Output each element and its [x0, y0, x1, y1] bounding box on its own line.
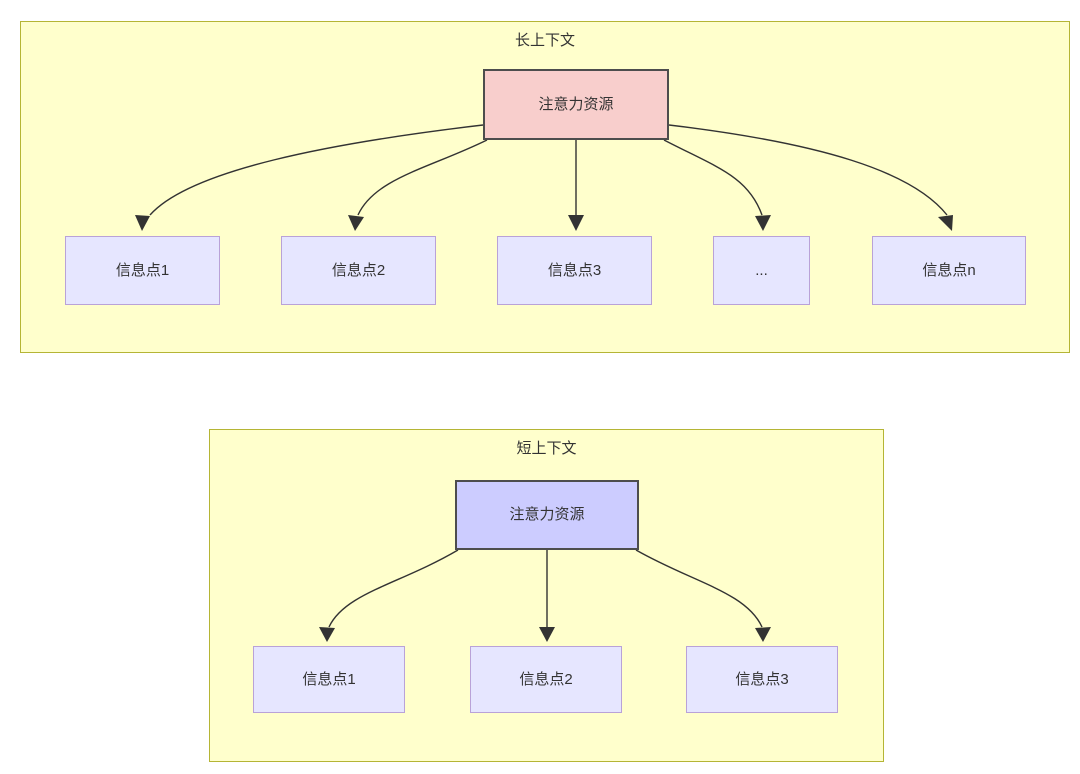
- node-short-context-info-point-1[interactable]: 信息点1: [253, 646, 405, 713]
- node-label: 注意力资源: [538, 95, 614, 113]
- node-long-context-info-point-2[interactable]: 信息点2: [281, 236, 436, 305]
- node-label: 信息点2: [519, 670, 573, 688]
- node-long-context-info-point-1[interactable]: 信息点1: [65, 236, 220, 305]
- node-label: ...: [755, 261, 768, 279]
- panel-long-context-title: 长上下文: [514, 32, 575, 49]
- node-label: 信息点2: [331, 261, 386, 279]
- node-short-context-attention-resource[interactable]: 注意力资源: [455, 480, 639, 550]
- node-label: 信息点3: [547, 261, 602, 279]
- node-label: 信息点n: [922, 261, 976, 279]
- node-long-context-info-point-n[interactable]: 信息点n: [872, 236, 1026, 305]
- node-short-context-info-point-2[interactable]: 信息点2: [470, 646, 622, 713]
- node-label: 信息点1: [302, 670, 356, 688]
- node-label: 注意力资源: [509, 506, 585, 523]
- node-long-context-info-point-3[interactable]: 信息点3: [497, 236, 652, 305]
- node-long-context-attention-resource[interactable]: 注意力资源: [483, 69, 669, 140]
- node-short-context-info-point-3[interactable]: 信息点3: [686, 646, 838, 713]
- node-label: 信息点3: [735, 670, 789, 688]
- panel-short-context-title: 短上下文: [516, 440, 577, 457]
- node-label: 信息点1: [115, 261, 170, 279]
- node-long-context-info-point-ellipsis[interactable]: ...: [713, 236, 810, 305]
